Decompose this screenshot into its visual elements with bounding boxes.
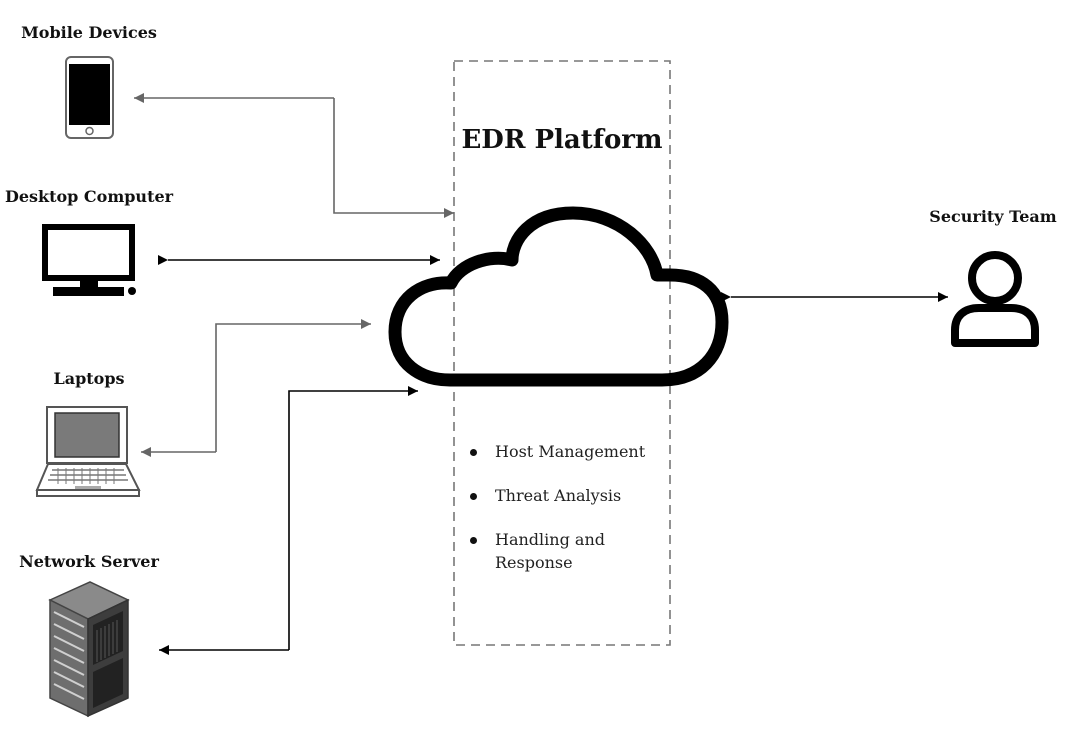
platform-boundary	[453, 60, 671, 646]
laptop-icon	[35, 406, 141, 497]
connector-laptops-platform	[215, 319, 371, 452]
connector-mobile-platform	[333, 98, 454, 218]
network-server-label: Network Server	[19, 552, 159, 571]
connector-server-platform	[288, 386, 418, 650]
desktop-computer-label: Desktop Computer	[4, 187, 174, 206]
server-rack-icon	[48, 581, 130, 718]
feature-list: Host Management Threat Analysis Handling…	[470, 440, 660, 595]
desktop-computer-icon	[42, 224, 136, 296]
user-icon	[951, 251, 1039, 347]
feature-item-handling-response: Handling and Response	[470, 528, 660, 574]
feature-item-threat-analysis: Threat Analysis	[470, 484, 660, 507]
platform-title: EDR Platform	[461, 125, 663, 155]
cloud-icon	[388, 206, 729, 387]
security-team-label: Security Team	[929, 207, 1057, 226]
feature-item-host-management: Host Management	[470, 440, 660, 463]
mobile-devices-label: Mobile Devices	[21, 23, 157, 42]
mobile-phone-icon	[65, 56, 114, 139]
laptops-label: Laptops	[53, 369, 125, 388]
